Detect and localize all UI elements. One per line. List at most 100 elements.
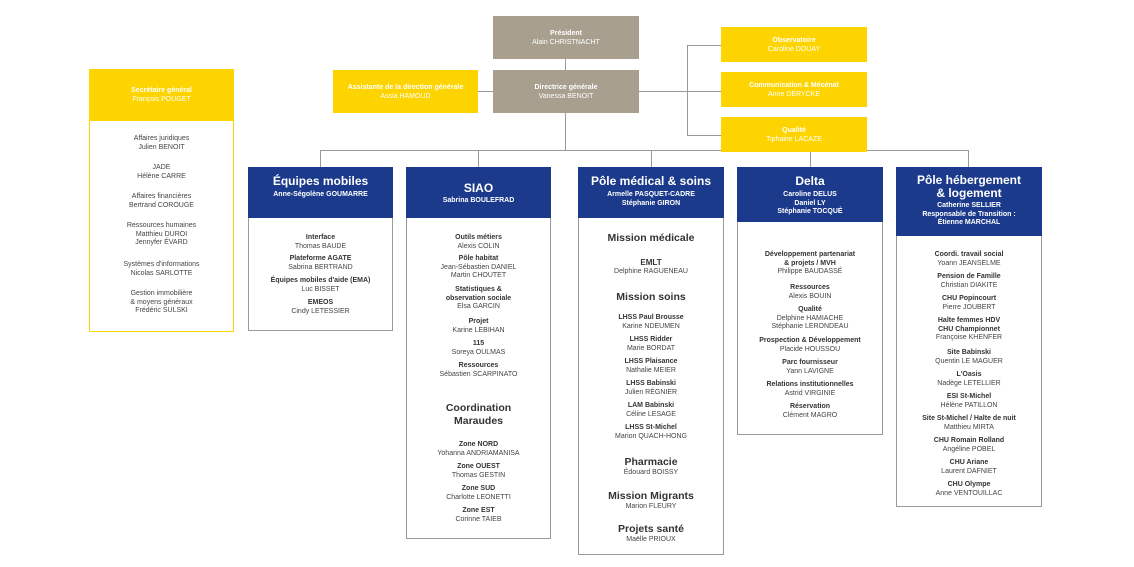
delta-header: Delta Caroline DELUS Daniel LY Stéphanie…	[737, 167, 883, 222]
item-label: CHU Romain Rolland	[933, 437, 1005, 444]
qualite-box: Qualité Tiphaine LACAZE	[721, 117, 867, 152]
mission-soins-title: Mission soins	[616, 291, 686, 303]
hebergement-item: Halte femmes HDV CHU Championnet Françoi…	[897, 317, 1041, 343]
delta-item: Parc fournisseur Yann LAVIGNE	[738, 359, 882, 376]
item-label: Qualité	[798, 306, 822, 313]
item-person: Yann LAVIGNE	[786, 367, 834, 375]
item-person: Philippe BAUDASSÉ	[777, 268, 843, 275]
connector-right-vertical	[687, 45, 688, 135]
connector-observatoire	[687, 45, 721, 46]
siao-item: Pôle habitat Jean-Sébastien DANIEL Marti…	[407, 255, 550, 281]
item-person: Céline LESAGE	[626, 410, 676, 418]
secretaire-item-label: Systèmes d'informations	[123, 261, 200, 268]
item-person: Yoann JEANSELME	[937, 259, 1001, 267]
delta-sub: Daniel LY	[794, 199, 826, 207]
projets-title: Projets santé	[618, 523, 684, 535]
secretaire-item-person: Hélène CARRE	[137, 172, 186, 180]
siao-item: Statistiques & observation sociale Elsa …	[407, 286, 550, 312]
item-label: CHU Ariane	[949, 459, 989, 466]
migrants-title: Mission Migrants	[608, 490, 694, 502]
item-person: Nadège LETELLIER	[937, 379, 1001, 387]
equipes-item: Équipes mobiles d'aide (EMA) Luc BISSET	[249, 277, 392, 294]
mission-medicale-title: Mission médicale	[607, 232, 695, 244]
secretaire-item: Ressources humaines Matthieu DUROI Jenny…	[90, 222, 233, 248]
equipes-sub: Anne-Ségolène GOUMARRE	[273, 191, 368, 198]
item-person: Charlotte LEONETTI	[446, 493, 511, 501]
item-person: Jean-Sébastien DANIEL	[440, 263, 517, 271]
equipes-item: EMEOS Cindy LETESSIER	[249, 299, 392, 316]
item-person: Clément MAGRO	[782, 411, 838, 419]
item-person: Alexis COLIN	[457, 242, 500, 250]
soins-item: LHSS Ridder Marie BORDAT	[579, 336, 723, 353]
item-label: Réservation	[789, 403, 831, 410]
hebergement-sub: Catherine SELLIER	[937, 202, 1001, 209]
communication-name: Anne DERYCKE	[767, 90, 820, 98]
delta-item: Ressources Alexis BOUIN	[738, 284, 882, 301]
item-person: Julien RÉGNIER	[624, 388, 678, 396]
connector-directrice-right	[639, 91, 687, 92]
pole-medical-sub: Stéphanie GIRON	[621, 199, 681, 207]
hebergement-sub: Étienne MARCHAL	[937, 219, 1001, 226]
item-label: Statistiques &	[455, 286, 502, 293]
soins-item: LHSS St-Michel Marion QUACH-HONG	[579, 424, 723, 441]
item-label: Pension de Famille	[937, 273, 1001, 280]
item-person: Marion QUACH-HONG	[615, 432, 687, 440]
item-person: Stéphanie LERONDEAU	[771, 323, 849, 330]
equipes-item: Plateforme AGATE Sabrina BERTRAND	[249, 255, 392, 272]
hebergement-item: Coordi. travail social Yoann JEANSELME	[897, 251, 1041, 268]
equipes-title: Équipes mobiles	[272, 174, 369, 188]
pole-medical-sub: Armelle PASQUET-CADRE	[607, 191, 695, 198]
hebergement-item: CHU Popincourt Pierre JOUBERT	[897, 295, 1041, 312]
hebergement-item: Site Babinski Quentin LE MAGUER	[897, 349, 1041, 366]
item-person: Thomas GESTIN	[451, 471, 506, 479]
secretaire-panel: Affaires juridiques Julien BENOIT JADE H…	[89, 121, 234, 332]
item-label: CHU Olympe	[947, 481, 991, 488]
secretaire-item-person: Julien BENOIT	[138, 143, 185, 151]
item-person: Luc BISSET	[301, 285, 340, 293]
connector-horizontal-bus	[320, 150, 968, 151]
equipes-panel: Interface Thomas BAUDE Plateforme AGATE …	[248, 218, 393, 331]
item-label: Zone EST	[462, 507, 495, 514]
soins-item: LHSS Babinski Julien RÉGNIER	[579, 380, 723, 397]
connector-equipes	[320, 150, 321, 167]
item-label: Pôle habitat	[458, 255, 499, 262]
item-person: Astrid VIRGINIE	[784, 389, 836, 397]
connector-assistante	[478, 91, 493, 92]
connector-directrice-down	[565, 113, 566, 150]
hebergement-item: Pension de Famille Christian DIAKITE	[897, 273, 1041, 290]
qualite-title: Qualité	[782, 126, 806, 134]
item-person: Corinne TAIEB	[455, 515, 502, 523]
item-person: Thomas BAUDE	[294, 242, 347, 250]
item-person: Sébastien SCARPINATO	[439, 370, 518, 378]
item-person: Françoise KHENFER	[935, 334, 1003, 341]
secretaire-item-label: JADE	[152, 164, 171, 171]
soins-item: LHSS Plaisance Nathalie MEIER	[579, 358, 723, 375]
pharmacie-title: Pharmacie	[624, 456, 678, 468]
secretaire-item-label: Ressources humaines	[126, 222, 197, 229]
coordination-title-line: Maraudes	[453, 415, 504, 427]
coordination-title: Coordination Maraudes	[407, 402, 550, 428]
item-label: CHU Popincourt	[941, 295, 997, 302]
item-label: 115	[472, 340, 485, 347]
secretaire-box: Secrétaire général François POUGET	[89, 69, 234, 121]
item-label: LHSS St-Michel	[625, 424, 677, 431]
secretaire-name: François POUGET	[132, 96, 191, 103]
item-label: & projets / MVH	[784, 259, 836, 267]
item-label: CHU Championnet	[938, 325, 1000, 333]
siao-item: Ressources Sébastien SCARPINATO	[407, 362, 550, 379]
item-person: Karine LEBIHAN	[452, 326, 505, 334]
siao-item: Projet Karine LEBIHAN	[407, 318, 550, 335]
secretaire-item-label: Gestion immobilière	[130, 290, 193, 297]
soins-item: LHSS Paul Brousse Karine NDEUMEN	[579, 314, 723, 331]
delta-sub: Caroline DELUS	[783, 191, 837, 198]
communication-box: Communication & Mécénat Anne DERYCKE	[721, 72, 867, 107]
item-label: Ressources	[790, 284, 830, 291]
connector-pole-medical	[651, 150, 652, 167]
secretaire-item-person: Matthieu DUROI	[135, 230, 188, 238]
connector-hebergement	[968, 150, 969, 167]
item-person: Sabrina BERTRAND	[288, 263, 353, 271]
item-label: Relations institutionnelles	[766, 381, 854, 388]
zone-item: Zone SUD Charlotte LEONETTI	[407, 485, 550, 502]
hebergement-item: Site St-Michel / Halte de nuit Matthieu …	[897, 415, 1041, 432]
secretaire-item-label: Affaires financières	[131, 193, 192, 200]
